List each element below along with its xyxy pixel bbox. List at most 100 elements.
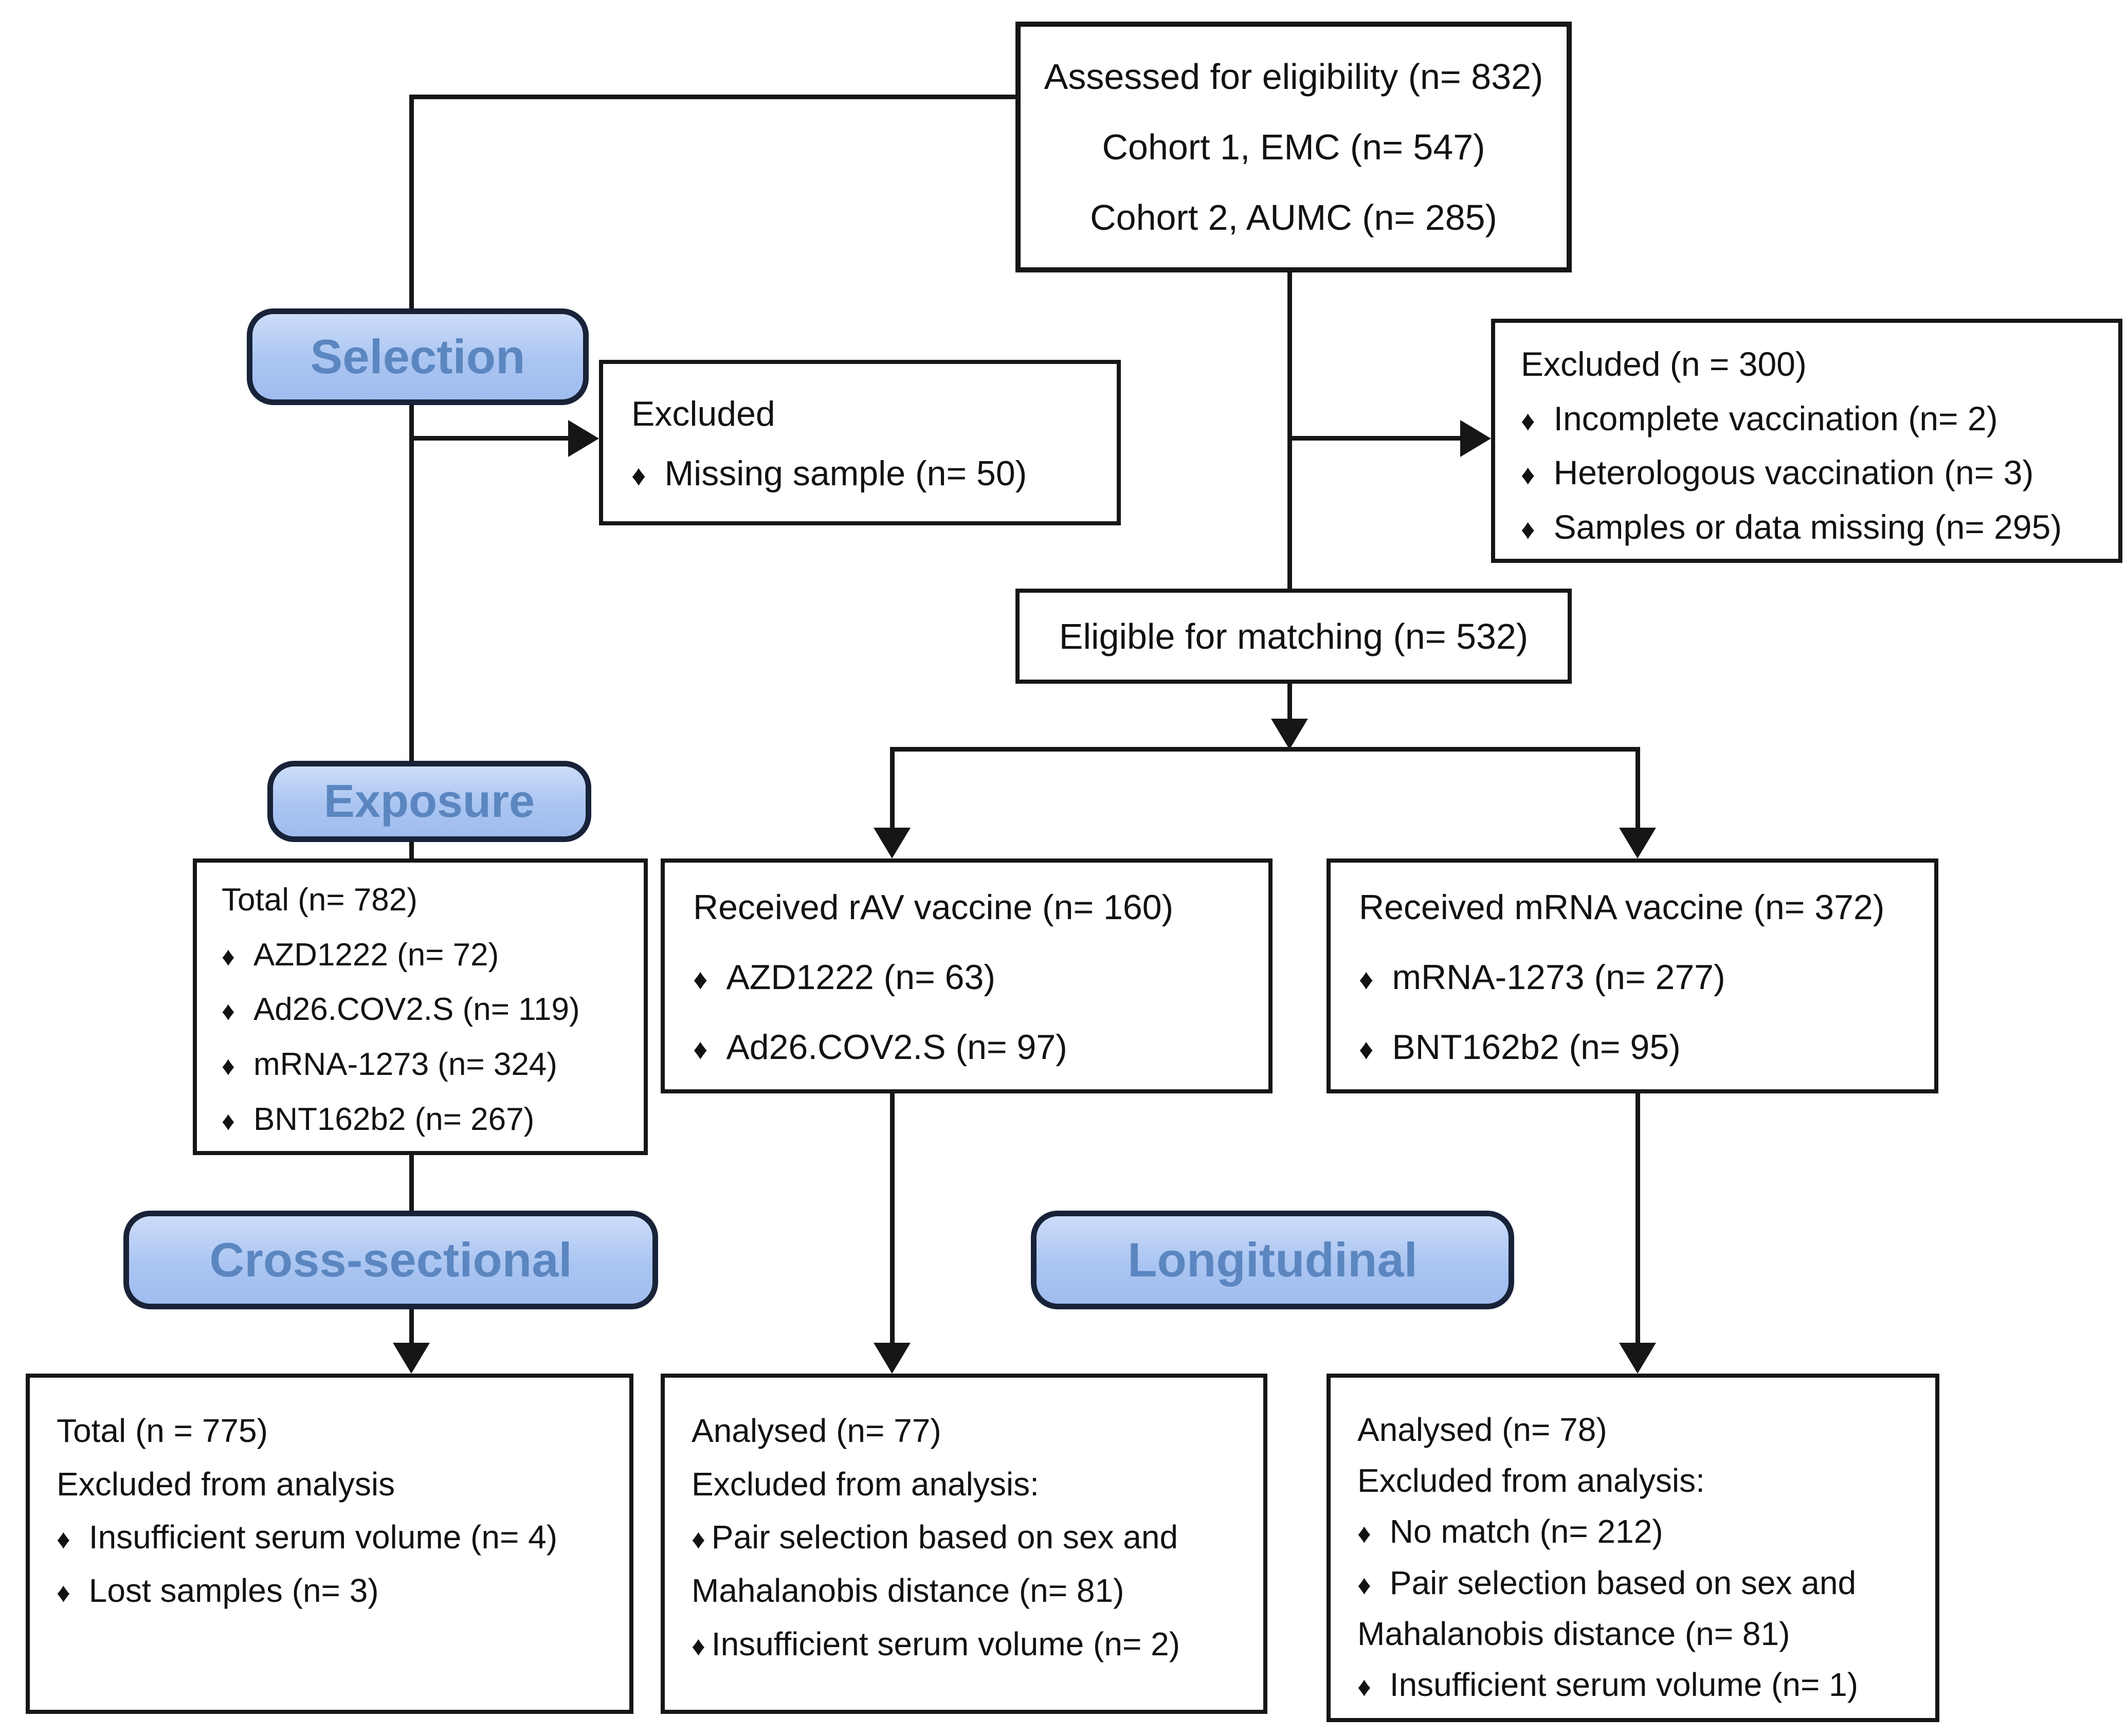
list-item: ♦ Ad26.COV2.S (n= 97) — [693, 1027, 1240, 1067]
list-item: ♦Pair selection based on sex and Mahalan… — [692, 1511, 1237, 1617]
list-item: ♦ AZD1222 (n= 72) — [222, 928, 619, 983]
bullet-icon: ♦ — [57, 1578, 70, 1609]
total775-item: Insufficient serum volume (n= 4) — [88, 1519, 557, 1556]
assessed-line-3: Cohort 2, AUMC (n= 285) — [1090, 197, 1497, 237]
bullet-icon: ♦ — [1357, 1569, 1371, 1600]
arrowhead-into-excluded-missing — [568, 420, 599, 457]
total782-title: Total (n= 782) — [222, 882, 417, 918]
bullet-icon: ♦ — [1357, 1671, 1371, 1702]
excluded-300-box: Excluded (n = 300) ♦Incomplete vaccinati… — [1491, 319, 2122, 563]
list-item: ♦ Heterologous vaccination (n= 3) — [1521, 446, 2093, 500]
total782-item: AZD1222 (n= 72) — [253, 937, 499, 973]
bullet-icon: ♦ — [1521, 405, 1535, 436]
arrowhead-into-analysed77 — [874, 1343, 911, 1374]
bullet-icon: ♦ — [1521, 514, 1535, 545]
total-782-box: Total (n= 782) ♦ AZD1222 (n= 72) ♦ Ad26.CO… — [193, 858, 648, 1155]
center-rail-line — [1287, 271, 1292, 590]
bullet-icon: ♦ — [693, 1033, 708, 1065]
excluded-missing-title: Excluded — [631, 394, 775, 433]
analysed77-line-1: Analysed (n= 77) — [692, 1412, 941, 1449]
list-item: ♦Insufficient serum volume (n= 4) — [57, 1511, 603, 1564]
list-item: ♦ BNT162b2 (n= 267) — [222, 1092, 619, 1147]
list-item: ♦ AZD1222 (n= 63) — [693, 957, 1240, 997]
stage-label-longitudinal: Longitudinal — [1031, 1211, 1514, 1309]
eligible-title: Eligible for matching (n= 532) — [1059, 616, 1529, 656]
connector-splitter-to-rav — [890, 747, 895, 832]
bullet-icon: ♦ — [222, 1106, 235, 1136]
analysed-77-box: Analysed (n= 77) Excluded from analysis:… — [661, 1374, 1267, 1714]
list-item: ♦ Missing sample (n= 50) — [631, 444, 1088, 504]
bullet-icon: ♦ — [222, 941, 235, 971]
list-item: ♦Pair selection based on sex and Mahalan… — [1357, 1558, 1909, 1659]
total782-item: BNT162b2 (n= 267) — [253, 1101, 535, 1137]
eligible-for-matching-box: Eligible for matching (n= 532) — [1015, 589, 1572, 684]
total-775-box: Total (n = 775) Excluded from analysis ♦… — [26, 1374, 633, 1714]
list-item: ♦Insufficient serum volume (n= 2) — [692, 1618, 1237, 1671]
bullet-icon: ♦ — [631, 459, 646, 491]
bullet-icon: ♦ — [692, 1524, 705, 1555]
bullet-icon: ♦ — [692, 1631, 705, 1661]
bullet-icon: ♦ — [693, 963, 708, 995]
bullet-icon: ♦ — [1521, 460, 1535, 491]
connector-rav-to-analysed77 — [890, 1091, 895, 1346]
analysed78-line-1: Analysed (n= 78) — [1357, 1411, 1607, 1448]
total775-item: Lost samples (n= 3) — [88, 1572, 379, 1610]
excluded-missing-sample-box: Excluded ♦ Missing sample (n= 50) — [599, 360, 1121, 525]
stage-label-selection: Selection — [247, 308, 589, 405]
bullet-icon: ♦ — [1359, 963, 1374, 995]
longitudinal-label: Longitudinal — [1128, 1233, 1418, 1287]
analysed77-line-2: Excluded from analysis: — [692, 1465, 1039, 1503]
total775-line-1: Total (n = 775) — [57, 1412, 268, 1449]
list-item: ♦ BNT162b2 (n= 95) — [1359, 1027, 1906, 1067]
received-rav-vaccine-box: Received rAV vaccine (n= 160) ♦ AZD1222 (… — [661, 858, 1273, 1093]
connector-topbox-to-left-rail — [409, 95, 1016, 99]
exposure-label: Exposure — [323, 775, 535, 827]
arrowhead-at-splitter — [1271, 719, 1308, 750]
excluded-300-title: Excluded (n = 300) — [1521, 345, 1807, 383]
list-item: ♦ Lost samples (n= 3) — [57, 1564, 603, 1618]
analysed-78-box: Analysed (n= 78) Excluded from analysis:… — [1327, 1374, 1939, 1722]
stage-label-exposure: Exposure — [267, 761, 591, 842]
connector-splitter-to-mrna — [1636, 747, 1640, 832]
list-item: ♦No match (n= 212) — [1357, 1506, 1909, 1557]
analysed77-item: Pair selection based on sex and Mahalano… — [692, 1519, 1178, 1610]
connector-eligible-to-splitter — [1287, 683, 1292, 724]
connector-mrna-to-analysed78 — [1636, 1091, 1640, 1346]
rav-item: AZD1222 (n= 63) — [726, 958, 995, 997]
list-item: ♦ mRNA-1273 (n= 277) — [1359, 957, 1906, 997]
stage-label-cross-sectional: Cross-sectional — [123, 1211, 658, 1309]
received-mrna-vaccine-box: Received mRNA vaccine (n= 372) ♦mRNA-127… — [1327, 858, 1938, 1093]
assessed-line-2: Cohort 1, EMC (n= 547) — [1102, 127, 1485, 167]
list-item: ♦ Insufficient serum volume (n= 1) — [1357, 1659, 1909, 1710]
mrna-item: mRNA-1273 (n= 277) — [1392, 958, 1725, 997]
mrna-item: BNT162b2 (n= 95) — [1392, 1028, 1681, 1067]
total782-item: mRNA-1273 (n= 324) — [253, 1046, 557, 1082]
bullet-icon: ♦ — [222, 996, 235, 1026]
arrowhead-into-total775 — [393, 1343, 430, 1374]
excluded-missing-item: Missing sample (n= 50) — [664, 453, 1027, 493]
analysed78-line-2: Excluded from analysis: — [1357, 1462, 1705, 1500]
list-item: ♦Incomplete vaccination (n= 2) — [1521, 392, 2093, 446]
cross-sectional-label: Cross-sectional — [209, 1233, 572, 1287]
analysed78-item: Insufficient serum volume (n= 1) — [1389, 1666, 1858, 1703]
arrowhead-into-mrna — [1619, 828, 1656, 858]
assessed-line-1: Assessed for eligibility (n= 832) — [1044, 57, 1543, 97]
selection-label: Selection — [310, 330, 525, 383]
arrowhead-into-analysed78 — [1619, 1343, 1656, 1374]
connector-to-excluded-300 — [1287, 436, 1462, 441]
arrowhead-into-excluded-300 — [1460, 420, 1491, 457]
excluded-300-item: Samples or data missing (n= 295) — [1553, 507, 2062, 546]
left-rail-line — [409, 95, 414, 1346]
total782-item: Ad26.COV2.S (n= 119) — [253, 992, 580, 1028]
rav-item: Ad26.COV2.S (n= 97) — [726, 1028, 1067, 1067]
bullet-icon: ♦ — [1357, 1519, 1371, 1549]
list-item: ♦mRNA-1273 (n= 324) — [222, 1037, 619, 1092]
excluded-300-item: Heterologous vaccination (n= 3) — [1553, 453, 2034, 492]
rav-title: Received rAV vaccine (n= 160) — [693, 888, 1174, 927]
assessed-for-eligibility-box: Assessed for eligibility (n= 832) Cohort… — [1015, 22, 1572, 272]
splitter-line — [890, 747, 1640, 752]
analysed77-item: Insufficient serum volume (n= 2) — [711, 1625, 1180, 1662]
list-item: ♦ Samples or data missing (n= 295) — [1521, 500, 2093, 555]
bullet-icon: ♦ — [1359, 1033, 1374, 1065]
